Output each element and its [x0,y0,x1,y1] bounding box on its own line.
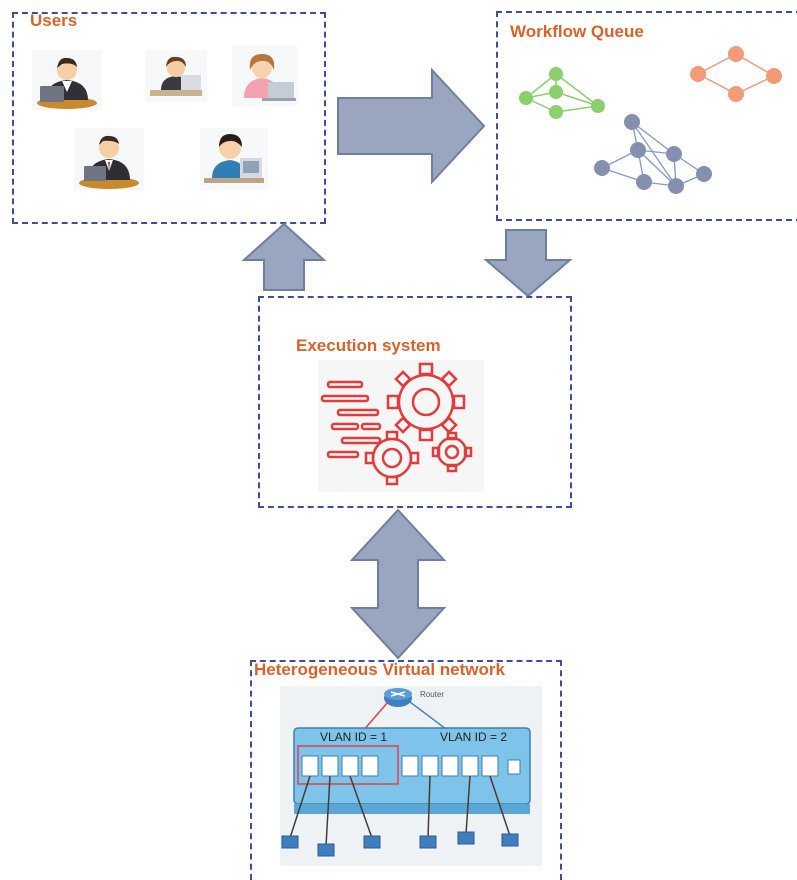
arrow-users-to-queue [337,67,486,185]
network-diagram: Router VLAN ID = 1 VLAN ID = 2 [280,686,542,866]
workflow-dag-blue [594,114,712,194]
network-title: Heterogeneous Virtual network [254,660,505,679]
execution-system-panel [258,296,572,508]
user-icon-3 [232,46,298,106]
user-icon-4 [74,128,144,190]
user-icon-5 [200,128,268,190]
user-icon-1 [32,50,102,110]
arrow-queue-to-execution [483,229,573,298]
router-label: Router [420,690,445,699]
vlan1-label: VLAN ID = 1 [320,730,388,744]
arrow-execution-network-bidirectional [349,508,447,660]
execution-system-title: Execution system [296,336,441,355]
users-title: Users [30,11,78,30]
network-panel [250,660,562,880]
users-panel [12,12,326,224]
workflow-dag-green [519,67,605,119]
network-switch-diagram [281,688,531,857]
gears-icon [318,360,484,492]
vlan2-label: VLAN ID = 2 [440,730,508,744]
workflow-queue-title: Workflow Queue [510,22,644,41]
user-icon-2 [145,50,207,102]
workflow-queue-panel [496,11,797,221]
arrow-execution-to-users [241,222,327,291]
workflow-dag-orange [690,46,782,102]
